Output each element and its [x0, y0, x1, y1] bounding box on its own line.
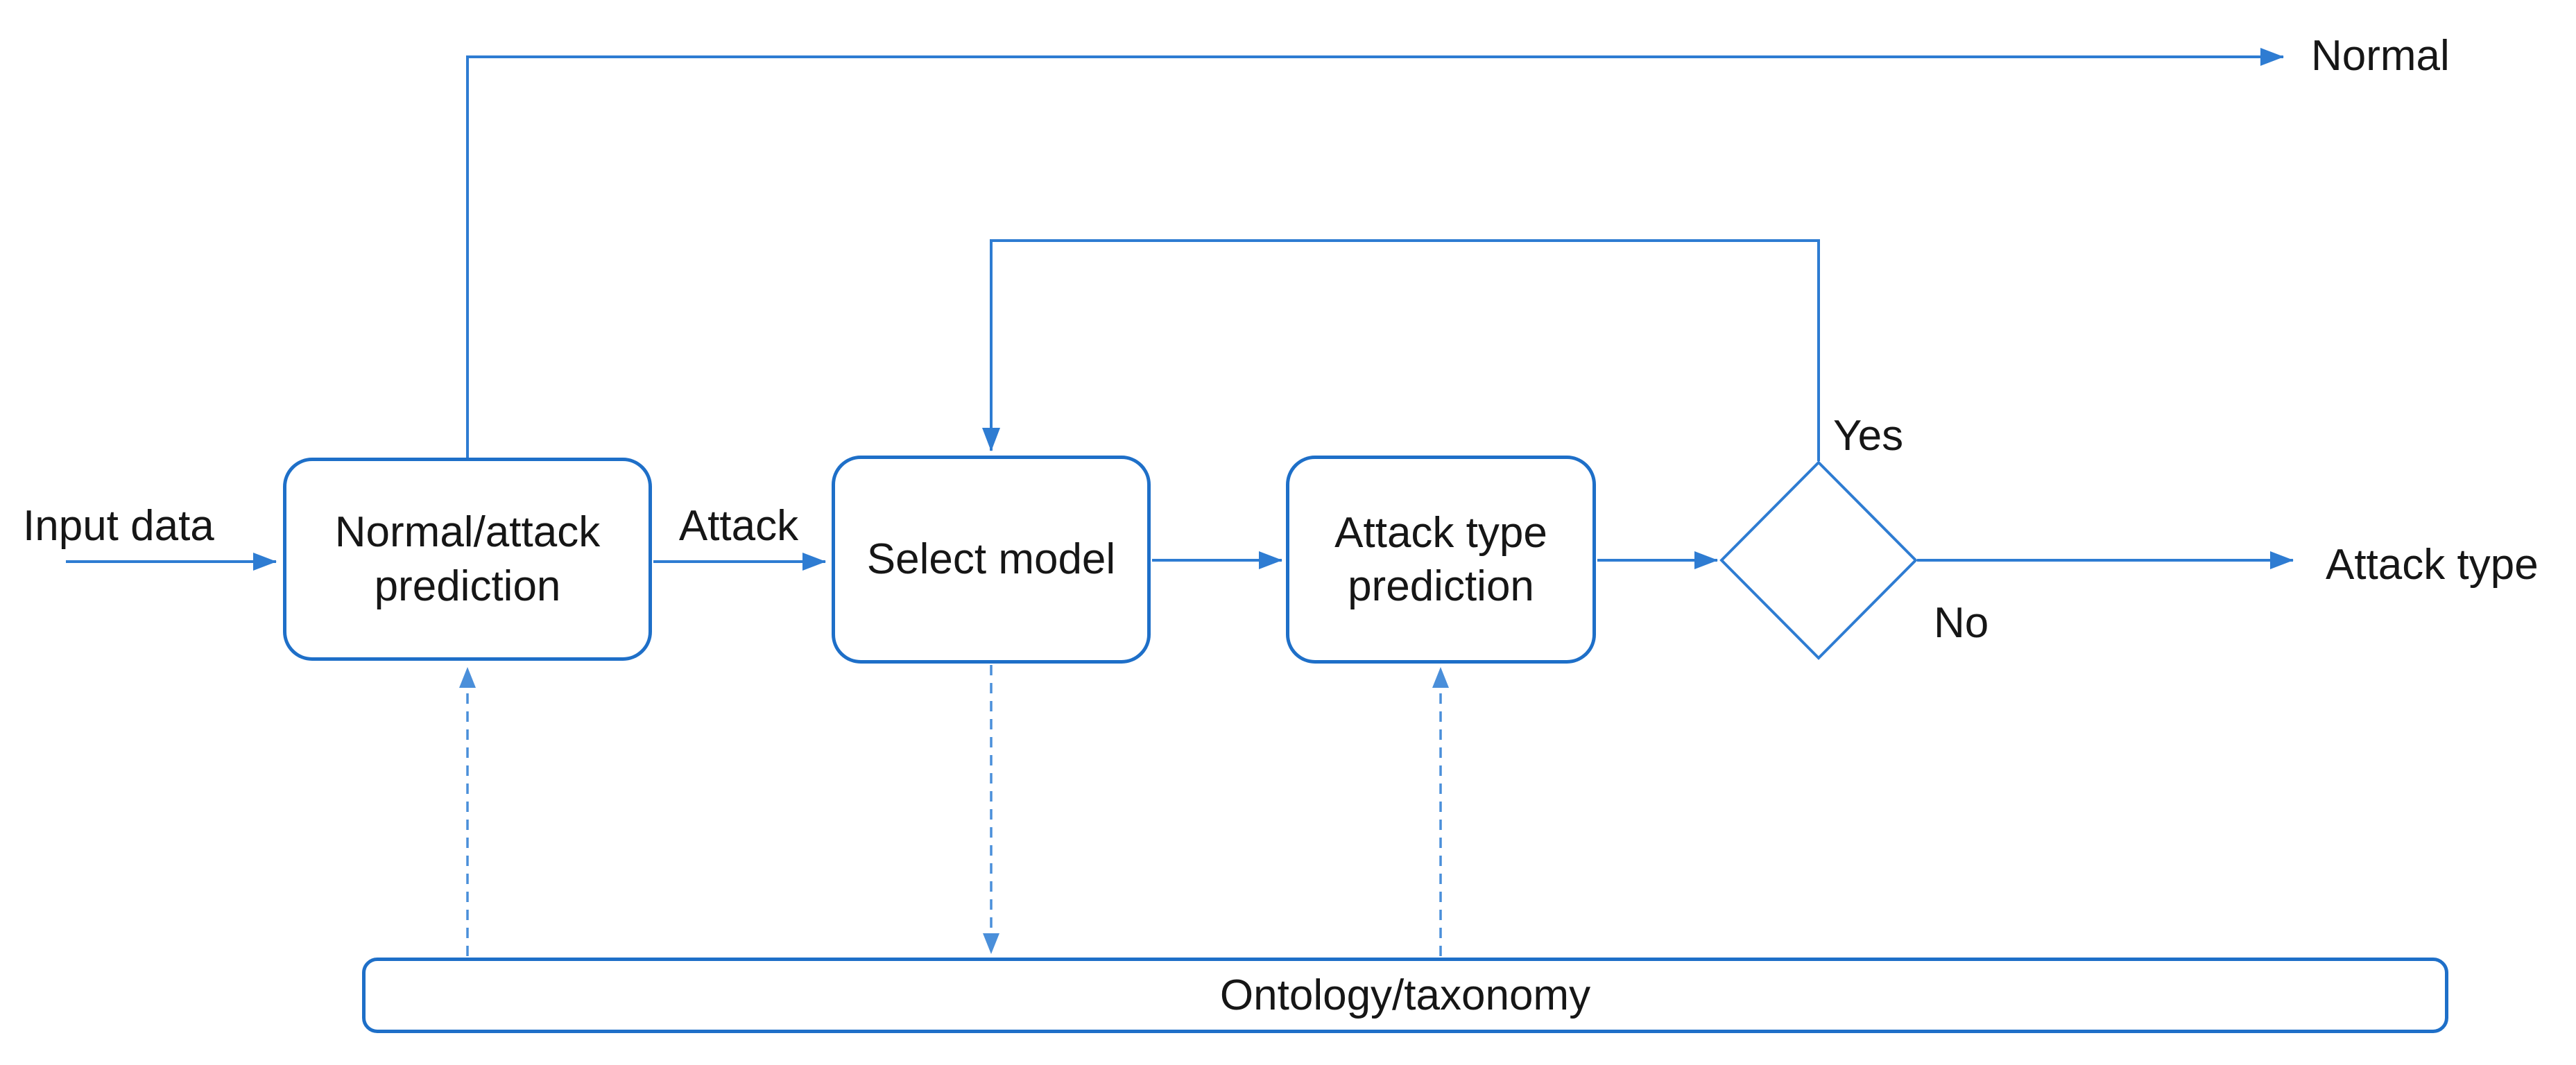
connector-yes-feedback-loop [982, 239, 1820, 461]
node-normal-attack-prediction-label: Normal/attack prediction [334, 508, 601, 610]
attack-type-output-label: Attack type [2326, 541, 2539, 589]
node-ontology-taxonomy: Ontology/taxonomy [362, 958, 2448, 1033]
node-attack-type-prediction: Attack type prediction [1286, 456, 1596, 664]
node-ontology-taxonomy-label: Ontology/taxonomy [1219, 971, 1591, 1019]
normal-output-label: Normal [2311, 32, 2450, 80]
node-select-model-label: Select model [866, 535, 1116, 584]
connector-prediction-to-normal [466, 48, 2284, 458]
decision-diamond [1719, 460, 1918, 660]
yes-branch-label: Yes [1833, 412, 1904, 460]
attack-edge-label: Attack [678, 502, 799, 550]
node-select-model: Select model [832, 456, 1151, 664]
no-branch-label: No [1934, 599, 1989, 647]
input-data-label: Input data [23, 502, 214, 550]
node-attack-type-prediction-label: Attack type prediction [1334, 508, 1547, 611]
node-normal-attack-prediction: Normal/attack prediction [283, 458, 652, 661]
